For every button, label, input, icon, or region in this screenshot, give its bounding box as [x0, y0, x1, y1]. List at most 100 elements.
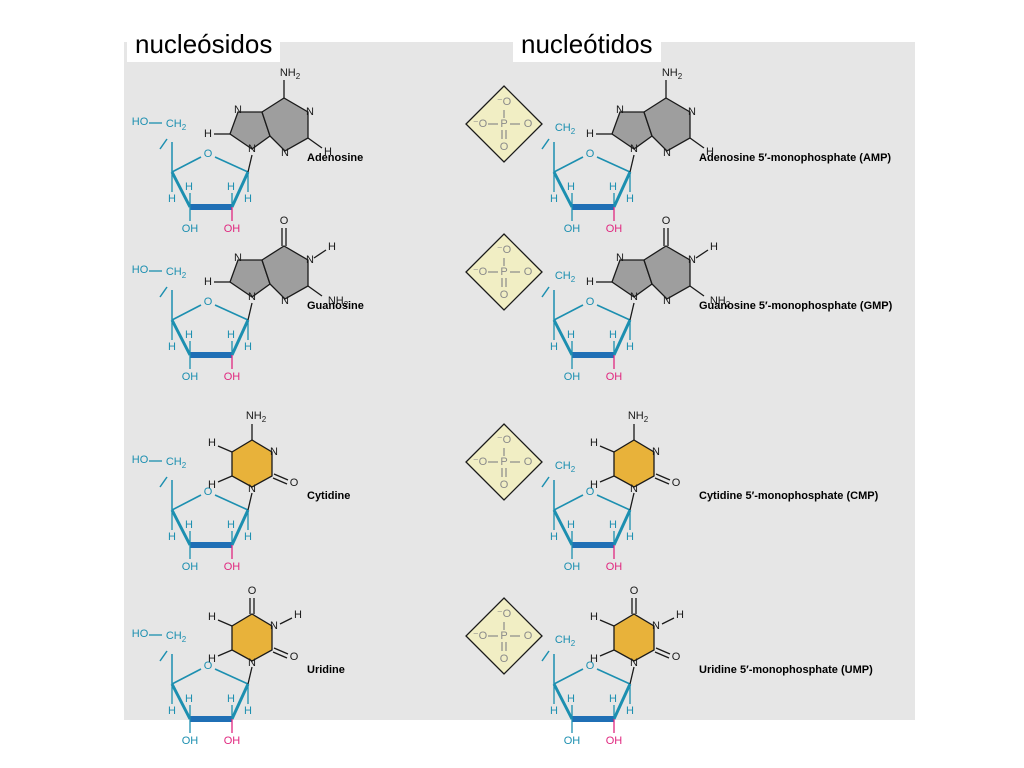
- hydrogen-label: H: [168, 705, 176, 717]
- oxygen-label: O: [662, 215, 671, 227]
- hydrogen-label: H: [590, 653, 598, 665]
- hydrogen-label: H: [567, 693, 575, 705]
- sugar-bond: [171, 304, 202, 321]
- pyrimidine-ring-of-purine: [261, 245, 309, 300]
- oxygen-label: O: [290, 477, 299, 489]
- pyrimidine-ring: [231, 439, 273, 488]
- sugar-bond: [541, 650, 550, 662]
- sugar-bond: [553, 668, 584, 685]
- hydroxyl-label: OH: [224, 561, 241, 573]
- bond: [655, 647, 671, 655]
- sugar-bond: [541, 286, 550, 298]
- nitrogen-label: N: [281, 295, 289, 307]
- sugar-bond: [214, 494, 249, 511]
- glycosidic-bond: [629, 154, 635, 173]
- amino-label: NH2: [246, 410, 267, 424]
- nucleotide-name-label: Uridine 5′-monophosphate (UMP): [699, 664, 873, 676]
- sugar-bond: [596, 668, 631, 685]
- hydroxyl-label: HO: [132, 454, 149, 466]
- sugar-bond: [596, 304, 631, 321]
- sugar-bond: [541, 138, 550, 150]
- bond: [273, 647, 289, 655]
- hydrogen-label: H: [227, 329, 235, 341]
- nitrogen-label: N: [270, 446, 278, 458]
- nitrogen-label: N: [248, 657, 256, 669]
- sugar-bond: [230, 509, 250, 546]
- hydrogen-label: H: [590, 479, 598, 491]
- phosphate-oxygen-label: O: [524, 630, 533, 642]
- pyrimidine-ring: [231, 613, 273, 662]
- phosphate-oxygen-label: ⁻O: [497, 608, 512, 620]
- sugar-bond: [553, 494, 584, 511]
- hydrogen-label: H: [294, 609, 302, 621]
- amino-label: NH2: [280, 67, 301, 81]
- bond: [599, 619, 615, 627]
- hydroxyl-label: OH: [224, 371, 241, 383]
- hydrogen-label: H: [609, 329, 617, 341]
- hydrogen-label: H: [626, 193, 634, 205]
- ring-oxygen-label: O: [586, 486, 595, 498]
- sugar-bond: [171, 668, 202, 685]
- bond: [273, 473, 289, 481]
- glycosidic-bond: [247, 666, 253, 685]
- nucleotide-name-label: Guanosine 5′-monophosphate (GMP): [699, 300, 893, 312]
- hydrogen-label: H: [567, 519, 575, 531]
- ch2-label: CH2: [166, 266, 187, 280]
- hydroxyl-label: OH: [182, 735, 199, 747]
- sugar-bond: [612, 171, 632, 208]
- phosphate-box: [465, 233, 543, 311]
- nucleoside-name-label: Uridine: [307, 664, 345, 676]
- nitrogen-label: N: [616, 104, 624, 116]
- hydroxyl-label: OH: [564, 561, 581, 573]
- nitrogen-label: N: [630, 483, 638, 495]
- sugar-bond: [552, 509, 574, 546]
- nitrogen-label: N: [652, 446, 660, 458]
- glycosidic-bond: [629, 492, 635, 511]
- hydrogen-label: H: [567, 181, 575, 193]
- bond: [217, 649, 233, 657]
- sugar-bond: [552, 683, 574, 720]
- hydrogen-label: H: [185, 693, 193, 705]
- sugar-bond: [230, 171, 250, 208]
- nitrogen-label: N: [663, 147, 671, 159]
- hydrogen-label: H: [185, 181, 193, 193]
- bond: [313, 249, 327, 259]
- hydroxyl-label: OH: [606, 223, 623, 235]
- ring-oxygen-label: O: [586, 148, 595, 160]
- oxygen-label: O: [672, 477, 681, 489]
- ring-oxygen-label: O: [204, 148, 213, 160]
- hydrogen-label: H: [706, 146, 714, 158]
- hydrogen-label: H: [586, 276, 594, 288]
- imidazole-ring: [611, 111, 653, 150]
- pyrimidine-ring: [613, 613, 655, 662]
- ring-oxygen-label: O: [586, 296, 595, 308]
- phosphate-oxygen-label: O: [500, 289, 509, 301]
- pyrimidine-ring-of-purine: [643, 245, 691, 300]
- ch2-label: CH2: [166, 630, 187, 644]
- hydrogen-label: H: [586, 128, 594, 140]
- bond: [217, 445, 233, 453]
- hydroxyl-label: HO: [132, 116, 149, 128]
- hydrogen-label: H: [676, 609, 684, 621]
- hydroxyl-label: HO: [132, 264, 149, 276]
- sugar-bond: [170, 509, 192, 546]
- nitrogen-label: N: [688, 254, 696, 266]
- hydrogen-label: H: [328, 241, 336, 253]
- phosphorus-label: P: [500, 118, 507, 130]
- sugar-bond: [171, 494, 202, 511]
- sugar-bond: [612, 319, 632, 356]
- bond: [655, 473, 671, 481]
- sugar-bond: [596, 494, 631, 511]
- phosphate-oxygen-label: ⁻O: [497, 244, 512, 256]
- hydrogen-label: H: [244, 531, 252, 543]
- oxygen-label: O: [672, 651, 681, 663]
- ring-oxygen-label: O: [204, 660, 213, 672]
- glycosidic-bond: [629, 302, 635, 321]
- phosphate-oxygen-label: ⁻O: [473, 118, 488, 130]
- hydrogen-label: H: [227, 519, 235, 531]
- phosphorus-label: P: [500, 630, 507, 642]
- sugar-bond: [159, 286, 168, 298]
